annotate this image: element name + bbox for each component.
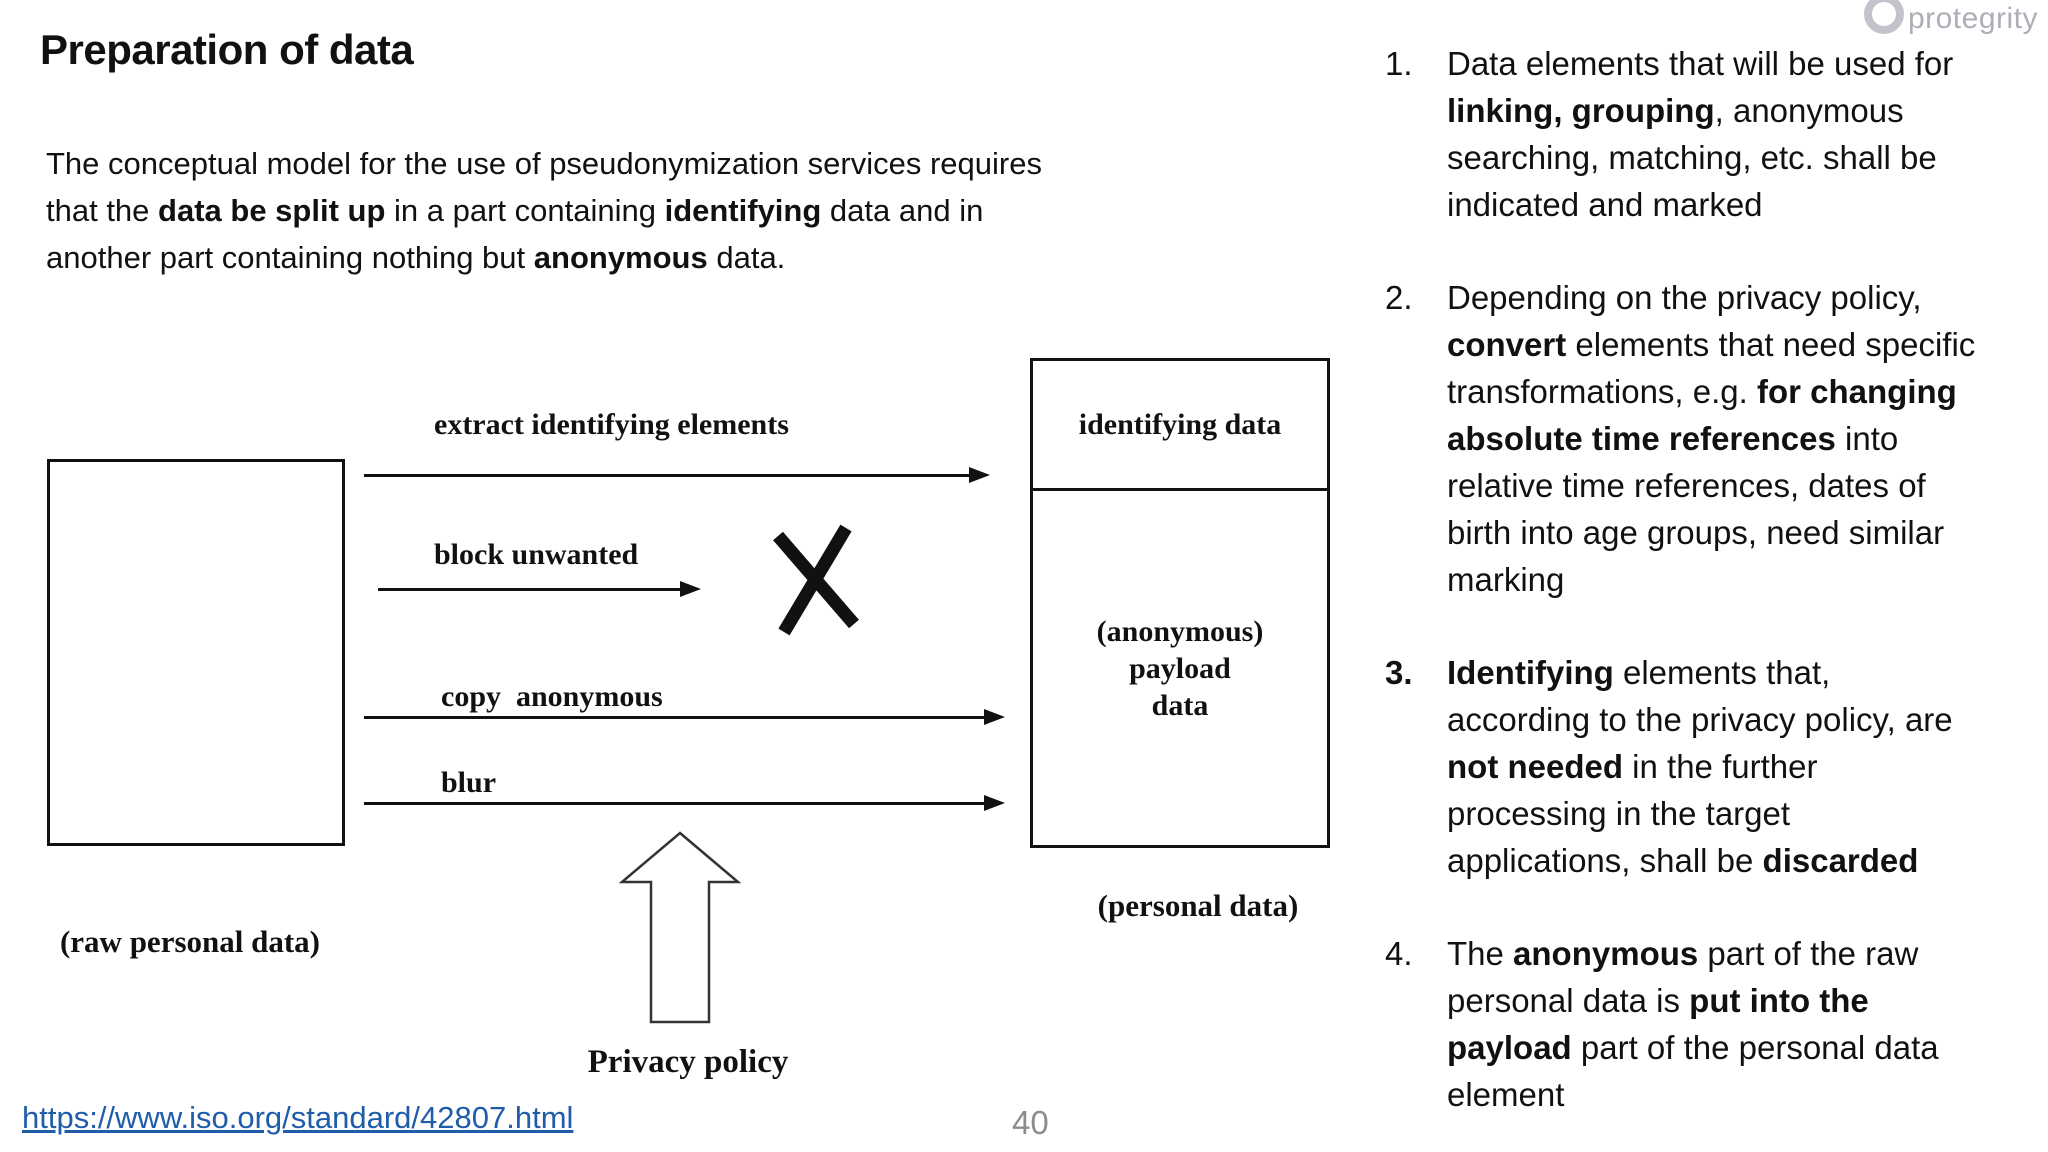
page-title: Preparation of data [40,26,414,73]
extract-arrow [364,474,969,477]
x-cross-icon [773,524,859,636]
list-item-text: Identifying elements that,according to t… [1447,654,1953,879]
block-arrow [378,588,680,591]
block-unwanted-label: block unwanted [434,538,639,571]
page-number: 40 [1012,1104,1049,1141]
blur-label: blur [441,766,497,799]
list-number: 3. [1385,654,1413,691]
raw-personal-data-caption: (raw personal data) [59,924,321,959]
block-arrow-head-icon [680,581,701,597]
intro-paragraph: The conceptual model for the use of pseu… [46,146,1042,275]
list-item-3: 3. Identifying elements that,according t… [1385,649,2045,884]
protegrity-logo: protegrity [1863,0,2038,36]
copy-anonymous-label: copy anonymous [441,680,663,713]
protegrity-ring-icon [1863,0,1904,34]
copy-arrow-head-icon [984,709,1005,725]
privacy-policy-caption: Privacy policy [587,1044,789,1080]
list-number: 2. [1385,279,1413,316]
iso-standard-link[interactable]: https://www.iso.org/standard/42807.html [22,1100,574,1135]
list-number: 1. [1385,45,1413,82]
identifying-data-compartment: identifying data [1033,361,1327,491]
list-item-2: 2. Depending on the privacy policy,conve… [1385,274,2045,603]
blur-arrow [364,802,984,805]
extract-identifying-elements-label: extract identifying elements [434,408,789,441]
extract-arrow-head-icon [969,467,990,483]
copy-arrow [364,716,984,719]
privacy-policy-up-arrow-icon [618,831,742,1024]
protegrity-logo-text: protegrity [1907,2,2038,35]
personal-data-caption: (personal data) [1097,888,1299,923]
list-item-text: Depending on the privacy policy,convert … [1447,279,1976,598]
list-number: 4. [1385,935,1413,972]
blur-arrow-head-icon [984,795,1005,811]
raw-personal-data-box [47,459,345,846]
